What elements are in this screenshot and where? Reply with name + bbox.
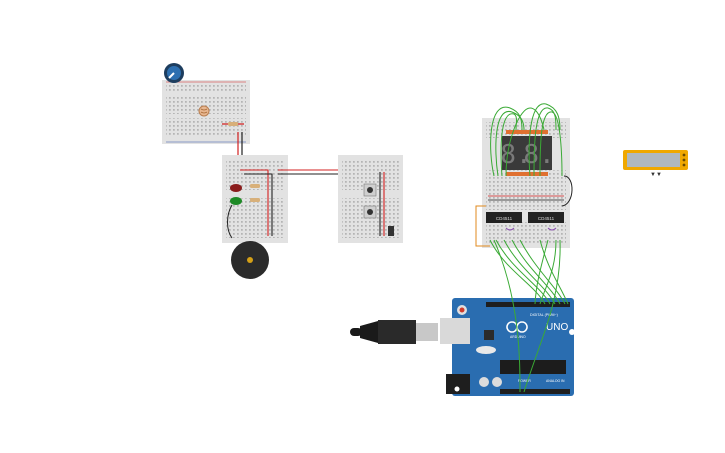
power-jack — [446, 374, 470, 394]
decoder-chip-2[interactable]: CD4511 — [528, 212, 564, 223]
analog-label: ANALOG IN — [546, 379, 565, 383]
analog-header — [500, 389, 570, 394]
arduino-infinity-logo-icon — [506, 321, 528, 333]
atmega-chip — [500, 360, 566, 374]
push-button-1[interactable] — [363, 183, 377, 197]
arduino-model-label: UNO — [546, 322, 568, 333]
digit-1: 8. — [500, 140, 531, 170]
wires-display-to-arduino — [489, 239, 569, 393]
lcd-pin-indicator: ▼▼ — [650, 172, 662, 178]
digital-label: DIGITAL (PWM~) — [530, 313, 558, 317]
seven-segment-display[interactable]: 8. 8. — [500, 130, 555, 176]
red-led[interactable] — [230, 184, 242, 192]
resistor-top-left[interactable] — [222, 122, 244, 126]
piezo-buzzer[interactable] — [231, 241, 269, 279]
power-label: POWER — [518, 379, 531, 383]
chip-2-label: CD4511 — [538, 216, 555, 221]
breadboard-top-left[interactable] — [162, 80, 250, 144]
wires-display-board — [475, 103, 573, 247]
usb-cable[interactable] — [350, 320, 438, 344]
potentiometer-knob[interactable] — [164, 63, 184, 83]
green-led[interactable] — [230, 197, 242, 205]
decoder-chip-1[interactable]: CD4511 — [486, 212, 522, 223]
wires-button-board — [379, 172, 394, 236]
led-resistors[interactable] — [250, 184, 260, 202]
lcd-module[interactable]: ▼▼ — [623, 150, 688, 178]
arduino-board[interactable]: UNO DIGITAL (PWM~) ARDUINO POWER ANALOG … — [440, 298, 575, 396]
digital-header — [486, 302, 570, 307]
chip-1-label: CD4511 — [496, 216, 513, 221]
usb-port — [440, 318, 470, 344]
breadboard-display[interactable] — [482, 118, 570, 248]
digit-2: 8. — [523, 140, 554, 170]
photoresistor[interactable] — [198, 105, 210, 117]
push-button-2[interactable] — [363, 205, 377, 219]
